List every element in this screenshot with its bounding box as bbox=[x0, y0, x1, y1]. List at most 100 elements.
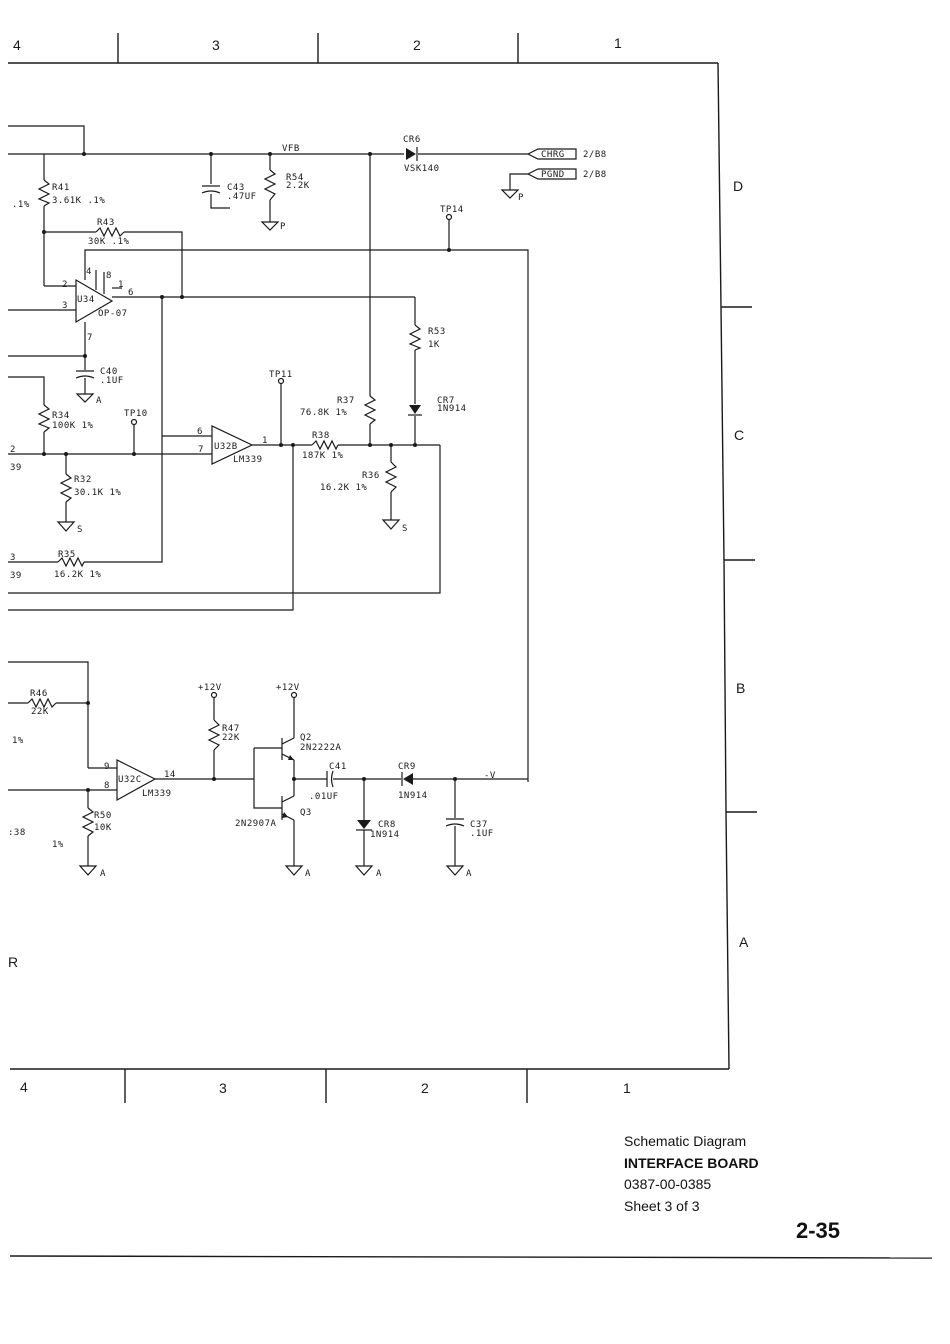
left-fragment-2: 2 bbox=[10, 445, 16, 455]
r47-value: 22K bbox=[222, 733, 240, 743]
c37-value: .1UF bbox=[470, 829, 494, 839]
r54-value: 2.2K bbox=[286, 181, 310, 191]
r35-ref: R35 bbox=[58, 550, 76, 560]
resistor-r50 bbox=[81, 807, 95, 837]
r43-ref: R43 bbox=[97, 218, 115, 228]
u32b-pin6: 6 bbox=[197, 427, 203, 437]
transistor-q2 bbox=[281, 737, 295, 761]
cr7-ref: CR7 bbox=[437, 396, 455, 406]
left-fragment-r: R bbox=[8, 954, 18, 970]
connector-chrg bbox=[526, 148, 577, 160]
comparator-u32c bbox=[116, 759, 157, 802]
title-block: Schematic Diagram INTERFACE BOARD 0387-0… bbox=[624, 1131, 759, 1217]
zone-top-3: 3 bbox=[212, 37, 220, 53]
resistor-r34 bbox=[37, 404, 51, 433]
resistor-r54 bbox=[263, 169, 277, 201]
u34-pin8: 8 bbox=[106, 271, 112, 281]
r32-value: 30.1K 1% bbox=[74, 488, 121, 498]
left-fragment-39a: 39 bbox=[10, 463, 22, 473]
resistor-r38 bbox=[311, 439, 339, 451]
cr6-value: VSK140 bbox=[404, 164, 440, 174]
q2-value: 2N2222A bbox=[300, 743, 342, 753]
transistor-q3 bbox=[281, 795, 295, 821]
c40-value: .1UF bbox=[100, 376, 124, 386]
u34-pin4: 4 bbox=[86, 267, 92, 277]
c43-ref: C43 bbox=[227, 183, 245, 193]
zone-top-4: 4 bbox=[13, 37, 21, 53]
ground-symbols bbox=[56, 189, 520, 876]
zone-right-b: B bbox=[736, 680, 745, 696]
ground-p-label-2: P bbox=[280, 222, 286, 232]
diode-cr8 bbox=[356, 820, 372, 831]
u32c-ref: U32C bbox=[118, 775, 142, 785]
title-line-1: Schematic Diagram bbox=[624, 1133, 747, 1149]
diode-cr9 bbox=[401, 772, 413, 786]
resistor-r46 bbox=[27, 697, 57, 709]
pgnd-label: PGND bbox=[541, 170, 565, 180]
ground-a-label-5: A bbox=[466, 869, 472, 879]
q3-ref: Q3 bbox=[300, 808, 312, 818]
junction-dots bbox=[42, 152, 457, 792]
resistor-r41 bbox=[37, 179, 51, 207]
title-line-4: Sheet 3 of 3 bbox=[624, 1197, 700, 1214]
r35-value: 16.2K 1% bbox=[54, 570, 101, 580]
u32c-pin9: 9 bbox=[104, 762, 110, 772]
ground-a-label-3: A bbox=[305, 869, 311, 879]
cr8-ref: CR8 bbox=[378, 820, 396, 830]
u32b-value: LM339 bbox=[233, 455, 263, 465]
test-point-markers bbox=[130, 213, 453, 699]
resistor-r35 bbox=[57, 556, 85, 568]
q3-value: 2N2907A bbox=[235, 819, 277, 829]
connector-pgnd bbox=[526, 168, 577, 180]
zone-right-a: A bbox=[739, 934, 749, 950]
u32b-pin7: 7 bbox=[198, 445, 204, 455]
r36-value: 16.2K 1% bbox=[320, 483, 367, 493]
diode-cr6 bbox=[406, 147, 418, 161]
zone-right-c: C bbox=[734, 427, 744, 443]
ground-a-label-4: A bbox=[376, 869, 382, 879]
zone-bottom-3: 3 bbox=[219, 1080, 227, 1096]
tp11-label: TP11 bbox=[269, 370, 293, 380]
r53-value: 1K bbox=[428, 340, 440, 350]
r47-ref: R47 bbox=[222, 724, 240, 734]
r41-value: 3.61K .1% bbox=[52, 196, 105, 206]
net-vfb-label: VFB bbox=[282, 144, 300, 154]
c41-value: .01UF bbox=[309, 792, 339, 802]
drawing-frame bbox=[8, 33, 933, 1259]
r41-ref: R41 bbox=[52, 183, 70, 193]
comparator-u32b bbox=[211, 425, 254, 465]
r37-value: 76.8K 1% bbox=[300, 408, 347, 418]
ground-s-label-2: S bbox=[77, 525, 83, 535]
r38-value: 187K 1% bbox=[302, 451, 344, 461]
pgnd-ref: 2/B8 bbox=[583, 170, 607, 180]
ground-p-label-1: P bbox=[518, 193, 524, 203]
resistor-r47 bbox=[207, 719, 221, 751]
cr6-ref: CR6 bbox=[403, 135, 421, 145]
title-line-3: 0387-00-0385 bbox=[624, 1176, 712, 1192]
r54-ref: R54 bbox=[286, 173, 304, 183]
u32c-pin8: 8 bbox=[104, 781, 110, 791]
wires bbox=[8, 125, 529, 866]
c40-ref: C40 bbox=[100, 367, 118, 377]
left-fragment-1pct: 1% bbox=[52, 840, 64, 850]
u32b-ref: U32B bbox=[214, 442, 238, 452]
chrg-label: CHRG bbox=[541, 150, 565, 160]
r53-ref: R53 bbox=[428, 327, 446, 337]
opamp-u34 bbox=[75, 270, 122, 324]
r46-ref: R46 bbox=[30, 689, 48, 699]
ground-a-label-1: A bbox=[96, 396, 102, 406]
r50-value: 10K bbox=[94, 823, 112, 833]
cr7-value: 1N914 bbox=[437, 404, 467, 414]
r50-ref: R50 bbox=[94, 811, 112, 821]
u34-ref: U34 bbox=[77, 295, 95, 305]
page-number: 2-35 bbox=[796, 1218, 841, 1243]
zone-top-2: 2 bbox=[413, 37, 421, 53]
title-line-2: INTERFACE BOARD bbox=[624, 1154, 759, 1171]
u34-pin7: 7 bbox=[87, 333, 93, 343]
supply-12v-a: +12V bbox=[198, 683, 222, 693]
u32b-pin1: 1 bbox=[262, 436, 268, 446]
zone-bottom-1: 1 bbox=[623, 1080, 631, 1096]
resistor-r43 bbox=[95, 226, 125, 238]
zone-bottom-2: 2 bbox=[421, 1080, 429, 1096]
diode-cr7 bbox=[408, 405, 422, 416]
